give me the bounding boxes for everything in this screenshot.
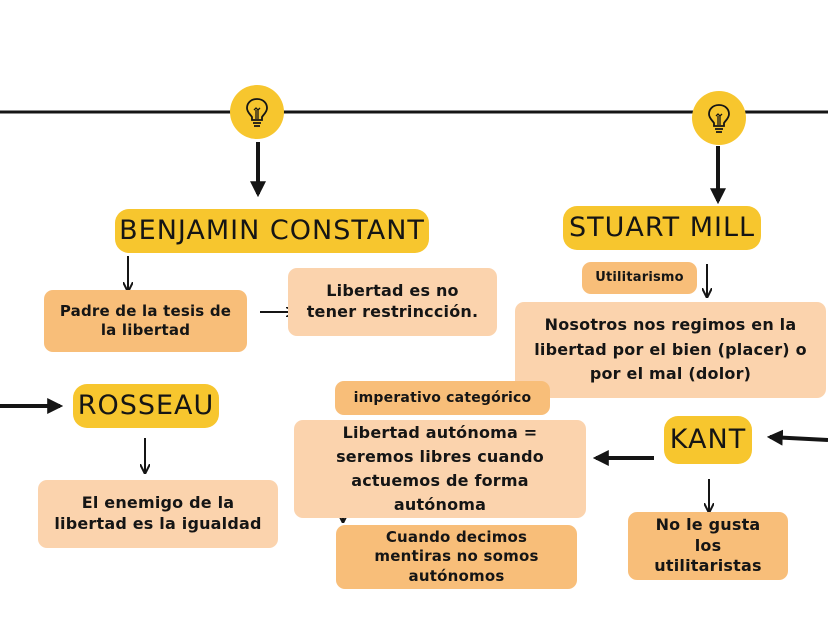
lightbulb-icon — [692, 91, 746, 145]
arrow-into-kant — [766, 429, 828, 446]
note-kant-autonomy: Libertad autónoma = seremos libres cuand… — [294, 420, 586, 518]
note-rosseau-enemy: El enemigo de la libertad es la igualdad — [38, 480, 278, 548]
title-benjamin-constant: BENJAMIN CONSTANT — [115, 209, 429, 253]
note-kant-utilitarians: No le gusta los utilitaristas — [628, 512, 788, 580]
note-mill-freedom: Nosotros nos regimos en la libertad por … — [515, 302, 826, 398]
note-kant-lies: Cuando decimos mentiras no somos autónom… — [336, 525, 577, 589]
title-stuart-mill: STUART MILL — [563, 206, 761, 250]
note-constant-freedom: Libertad es no tener restrincción. — [288, 268, 497, 336]
note-kant-imperative: imperativo categórico — [335, 381, 550, 415]
title-rosseau: ROSSEAU — [73, 384, 219, 428]
note-mill-tag: Utilitarismo — [582, 262, 697, 294]
lightbulb-icon — [230, 85, 284, 139]
note-constant-father: Padre de la tesis de la libertad — [44, 290, 247, 352]
title-kant: KANT — [664, 416, 752, 464]
